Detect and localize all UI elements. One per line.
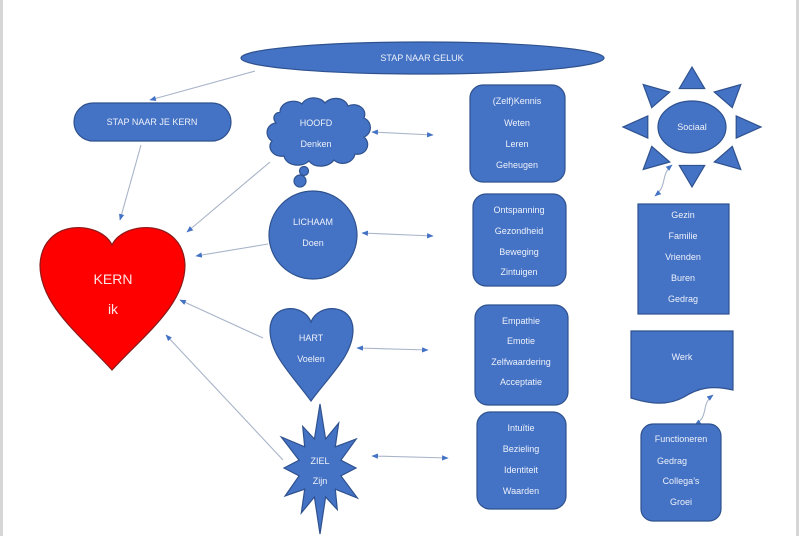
- list-item: Beweging: [499, 247, 539, 257]
- connector-hoofd-to-list: [371, 129, 434, 138]
- ziel-node[interactable]: ZIEL Zijn: [279, 403, 360, 535]
- hoofd-list[interactable]: (Zelf)Kennis Weten Leren Geheugen: [469, 84, 566, 183]
- ziel-label: ZIEL: [310, 456, 329, 466]
- connector-geluk-to-kern-step: [149, 70, 256, 101]
- sun-center: [657, 100, 727, 154]
- list-item: Vrienden: [665, 252, 701, 262]
- list-item: Familie: [668, 231, 697, 241]
- core-label: KERN: [94, 271, 133, 287]
- heart-shape: [269, 308, 354, 403]
- starburst-shape: [279, 403, 360, 535]
- cloud-bubble: [293, 174, 307, 188]
- connector-hoofd-to-core: [186, 161, 271, 233]
- sun-ray: [678, 164, 706, 189]
- document-shape: [630, 330, 734, 404]
- cloud-bubble: [298, 165, 310, 177]
- sun-ray: [678, 65, 706, 90]
- lichaam-node[interactable]: LICHAAM Doen: [268, 190, 358, 280]
- sun-ray: [713, 145, 742, 171]
- page-edge-left: [0, 0, 3, 536]
- list-item: Collega’s: [663, 476, 700, 486]
- list-item: Waarden: [503, 486, 539, 496]
- sociaal-node[interactable]: Sociaal: [621, 65, 763, 189]
- hart-list[interactable]: Empathie Emotie Zelfwaardering Acceptati…: [474, 304, 569, 406]
- connector-lichaam-to-list: [361, 230, 434, 239]
- sun-ray: [621, 115, 649, 139]
- sociaal-list[interactable]: Gezin Familie Vrienden Buren Gedrag: [637, 203, 730, 315]
- list-item: Zelfwaardering: [491, 357, 551, 367]
- list-item: Leren: [505, 139, 528, 149]
- list-item: Groei: [670, 497, 692, 507]
- list-item: Bezieling: [503, 444, 540, 454]
- title-node[interactable]: STAP NAAR GELUK: [240, 41, 605, 75]
- list-item: Weten: [504, 118, 530, 128]
- list-item: Buren: [671, 273, 695, 283]
- lichaam-label: LICHAAM: [293, 217, 333, 227]
- lichaam-verb: Doen: [302, 238, 324, 248]
- werk-label: Werk: [672, 352, 693, 362]
- ziel-verb: Zijn: [313, 476, 328, 486]
- list-item: Ontspanning: [493, 205, 544, 215]
- title-label: STAP NAAR GELUK: [380, 53, 463, 63]
- sun-ray: [642, 83, 671, 109]
- hart-label: HART: [299, 333, 324, 343]
- ziel-list[interactable]: Intuïtie Bezieling Identiteit Waarden: [476, 411, 567, 510]
- list-item: Gezondheid: [495, 226, 544, 236]
- connector-hart-to-list: [356, 345, 429, 353]
- hoofd-node[interactable]: HOOFD Denken: [266, 97, 371, 188]
- heart-shape: [39, 227, 186, 371]
- list-item: Gezin: [671, 210, 695, 220]
- list-item: Functioneren: [655, 434, 708, 444]
- connector-werk-to-list: [694, 394, 714, 426]
- connector-lichaam-to-core: [195, 243, 269, 258]
- sociaal-label: Sociaal: [677, 122, 707, 132]
- connector-ziel-to-list: [371, 453, 449, 461]
- hoofd-verb: Denken: [300, 139, 331, 149]
- lichaam-list[interactable]: Ontspanning Gezondheid Beweging Zintuige…: [472, 193, 567, 287]
- connector-hart-to-core: [179, 299, 264, 339]
- hart-verb: Voelen: [297, 354, 325, 364]
- list-item: Empathie: [502, 316, 540, 326]
- list-item: Identiteit: [504, 465, 539, 475]
- sun-ray: [642, 145, 671, 171]
- kern-step-node[interactable]: STAP NAAR JE KERN: [73, 102, 232, 142]
- list-item: Emotie: [507, 336, 535, 346]
- list-item: Acceptatie: [500, 377, 542, 387]
- page-edge-right: [796, 0, 799, 536]
- werk-node[interactable]: Werk: [630, 330, 734, 404]
- connector-ziel-to-core: [165, 334, 284, 461]
- list-item: Zintuigen: [500, 267, 537, 277]
- list-item: Geheugen: [496, 160, 538, 170]
- cloud-shape: [266, 97, 371, 167]
- list-item: Intuïtie: [507, 423, 534, 433]
- circle-shape: [268, 190, 358, 280]
- list-item: Gedrag: [657, 456, 687, 466]
- werk-list[interactable]: Functioneren Gedrag Collega’s Groei: [640, 423, 722, 522]
- connector-kern-step-to-core: [119, 144, 142, 221]
- sun-rays: [621, 65, 763, 189]
- connectors: [119, 70, 714, 461]
- connector-sociaal-to-list: [654, 164, 673, 197]
- list-item: (Zelf)Kennis: [493, 96, 542, 106]
- list-item: Gedrag: [668, 294, 698, 304]
- hart-node[interactable]: HART Voelen: [269, 308, 354, 403]
- core-heart-node[interactable]: KERN ik: [39, 227, 186, 371]
- sun-ray: [735, 115, 763, 139]
- kern-step-label: STAP NAAR JE KERN: [107, 117, 198, 127]
- hoofd-label: HOOFD: [300, 118, 333, 128]
- sun-ray: [713, 83, 742, 109]
- core-sublabel: ik: [108, 301, 119, 317]
